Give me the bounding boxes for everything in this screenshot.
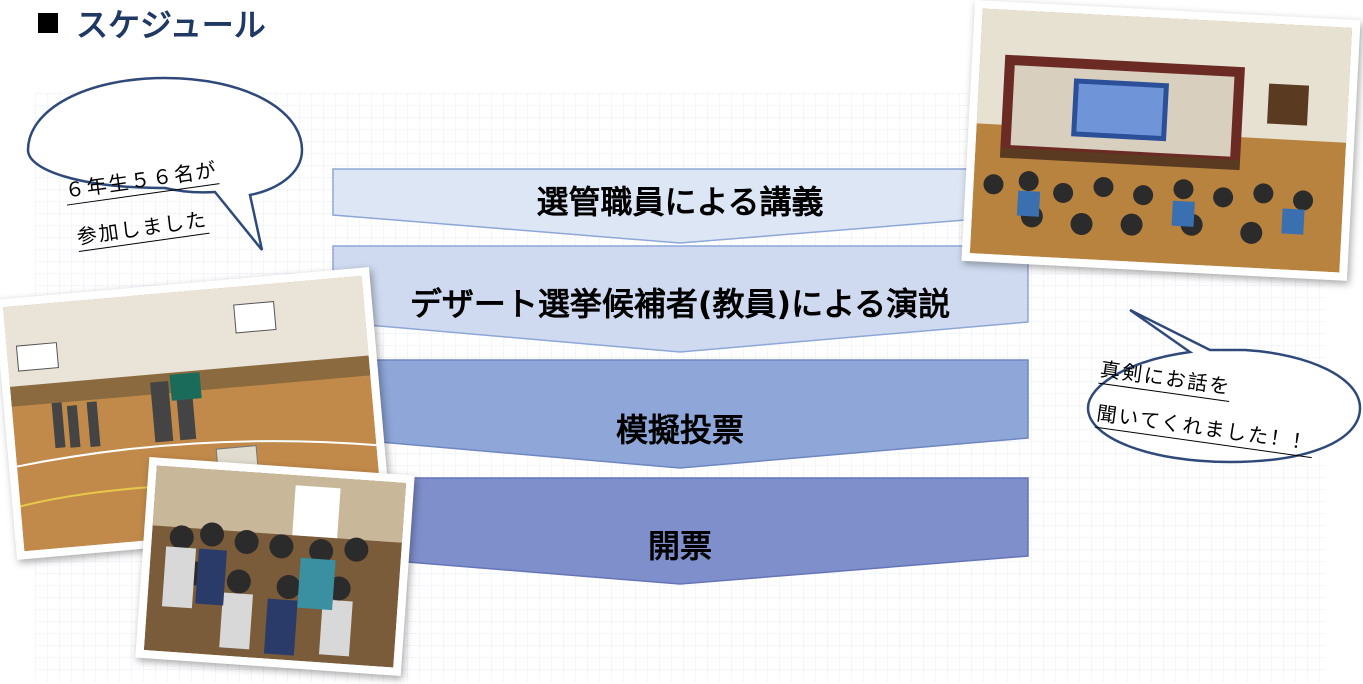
- step-arrow-1: [332, 168, 1029, 244]
- step-label-2: デザート選挙候補者(教員)による演説: [409, 285, 951, 323]
- page-title: スケジュール: [76, 6, 266, 44]
- photo-lecture: [961, 0, 1361, 281]
- left-speech-bubble: [26, 76, 304, 251]
- section-heading: スケジュール: [38, 0, 266, 46]
- step-label-4: 開票: [647, 527, 712, 565]
- square-bullet-icon: [38, 13, 58, 33]
- step-label-3: 模擬投票: [615, 411, 744, 449]
- step-label-1: 選管職員による講義: [536, 183, 824, 221]
- photo-vote-counting: [135, 456, 415, 677]
- right-speech-bubble: [1086, 308, 1362, 464]
